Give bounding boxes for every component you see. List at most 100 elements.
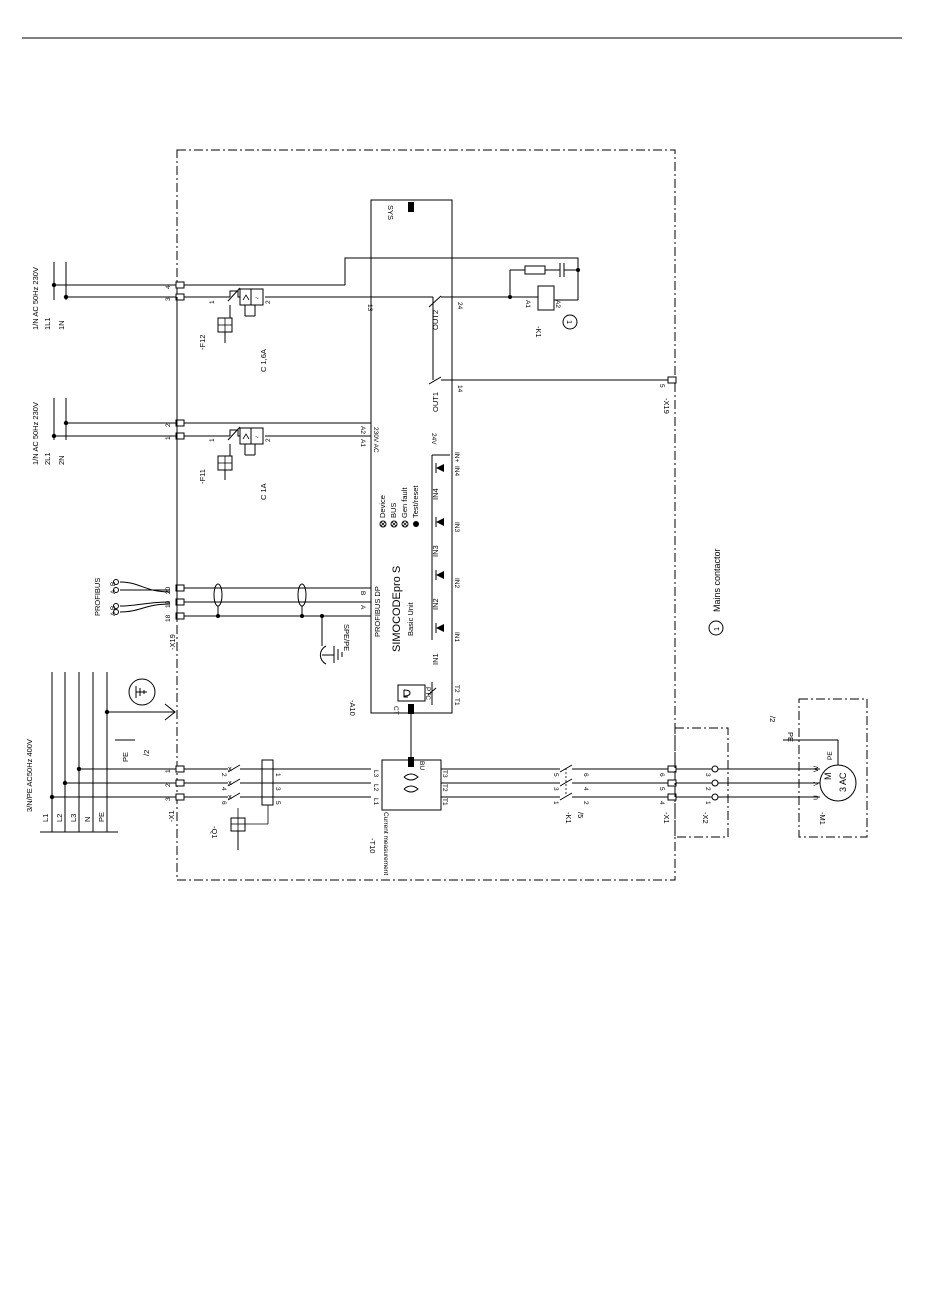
profibus-b-label: B [359, 591, 366, 595]
terminal-tag-x19-right: -X19 [662, 398, 671, 414]
terminal-number: 1 [165, 436, 172, 440]
input-circuits [431, 454, 450, 640]
terminal-number: 3 [704, 773, 711, 777]
motor-symbol: M [823, 773, 833, 781]
supply-label: 230V AC [372, 427, 379, 453]
legend-marker: 1 [712, 627, 721, 631]
out2-contact [428, 295, 442, 308]
svg-text:x: x [228, 764, 232, 773]
fuse-tag-f11: -F11 [198, 469, 207, 484]
svg-text:~: ~ [255, 434, 259, 441]
device-tag: -A10 [348, 700, 357, 716]
device-name: SIMOCODEpro S [391, 566, 403, 652]
out1-contact [428, 376, 442, 385]
k1-marker: 1 [565, 320, 574, 324]
feed-b-line-label: 2L1 [43, 452, 52, 465]
input-label: IN4 [431, 488, 440, 500]
fuse-rating-f11: C 1A [259, 483, 268, 500]
q1-pin: 5 [274, 801, 281, 805]
feed-a-line-label: 1L1 [43, 317, 52, 330]
t2-label: T2 [453, 685, 460, 693]
cable-shield [213, 583, 223, 607]
motor-type: 3 AC [838, 772, 848, 792]
input-terminal: IN4 [453, 466, 460, 477]
pe-arrow [164, 703, 176, 721]
junction [51, 433, 57, 439]
profibus-cable [113, 579, 171, 615]
input-label: IN3 [431, 545, 440, 557]
terminal-x19-5 [667, 376, 677, 384]
out-terminal: 24 [456, 302, 463, 310]
feed-a-voltage-label: 1/N AC 50Hz 230V [31, 267, 40, 330]
a1-label: A1 [359, 439, 366, 447]
q1-pin: 3 [274, 787, 281, 791]
current-measurement-module [381, 713, 442, 811]
cm-output: T2 [441, 784, 448, 792]
q1-pin: 4 [220, 787, 227, 791]
terminal-number: 3 [165, 797, 172, 801]
k1-pin: 6 [582, 773, 589, 777]
input-label: IN2 [431, 598, 440, 610]
q1-tag: -Q1 [210, 826, 219, 839]
cm-tag: -T10 [368, 838, 377, 853]
terminal-number: 4 [165, 285, 172, 289]
ct-connector [408, 704, 414, 714]
terminal-number: 1 [704, 801, 711, 805]
input-label: IN1 [431, 653, 440, 665]
fuse-f12: ~ [217, 287, 264, 343]
input-terminal: IN1 [453, 632, 460, 643]
junction [63, 420, 69, 426]
led-label: Gen fault [400, 487, 409, 518]
terminal-x2 [711, 765, 719, 773]
fuse-f11: ~ [217, 426, 264, 480]
main-line-label: L3 [69, 814, 78, 822]
k1-pin: 3 [552, 787, 559, 791]
cm-input: L1 [372, 798, 379, 806]
k1-coil-a2: A2 [554, 300, 561, 308]
terminal-number: 2 [704, 787, 711, 791]
motor-phase: U [813, 795, 820, 800]
cm-output: T3 [441, 770, 448, 778]
t1-label: T1 [453, 698, 460, 706]
pe-label: PE [786, 732, 795, 742]
input-terminal: IN+ [453, 452, 460, 463]
terminal-number: 2 [165, 783, 172, 787]
ct-label: CT [392, 706, 399, 715]
cm-input: L3 [372, 770, 379, 778]
cable-shield [297, 583, 307, 607]
protective-earth-icon [128, 678, 156, 706]
cm-output: T1 [441, 798, 448, 806]
device-subtitle: Basic Unit [406, 601, 415, 636]
terminal-x2 [711, 779, 719, 787]
sys-connector [408, 202, 414, 212]
profibus-pin: B [110, 582, 117, 586]
motor-phase: W [813, 765, 820, 772]
feed-b-neutral-label: 2N [57, 455, 66, 465]
k1-pin: 4 [582, 787, 589, 791]
main-line-label: L2 [55, 814, 64, 822]
main-line-label: N [83, 817, 92, 822]
led-label: BUS [389, 503, 398, 518]
motor-tag: -M1 [818, 812, 827, 825]
profibus-pin: A [110, 589, 117, 594]
motor-pe: PE [827, 751, 834, 760]
device-leds [379, 520, 419, 528]
out2-label: OUT2 [431, 310, 440, 330]
terminal-x2 [711, 793, 719, 801]
terminal-number: 18 [165, 614, 172, 622]
ptc-label: PTC [424, 687, 431, 700]
main-supply-bus [40, 672, 118, 833]
led-label: Device [378, 495, 387, 518]
terminal-tag-x1-right: -X1 [662, 812, 671, 824]
terminal-number: 4 [658, 801, 665, 805]
terminal-tag-x1: -X1 [167, 810, 176, 822]
legend-text: Mains contactor [712, 548, 722, 612]
junction [51, 282, 57, 288]
svg-text:x: x [228, 778, 232, 787]
svg-text:~: ~ [255, 295, 259, 302]
fuse-pin: 2 [265, 300, 272, 304]
fuse-pin: 1 [209, 300, 216, 304]
fuse-rating-f12: C 1,6A [259, 349, 268, 372]
led-label: Test/reset [411, 485, 420, 518]
fuse-pin: 2 [265, 438, 272, 442]
